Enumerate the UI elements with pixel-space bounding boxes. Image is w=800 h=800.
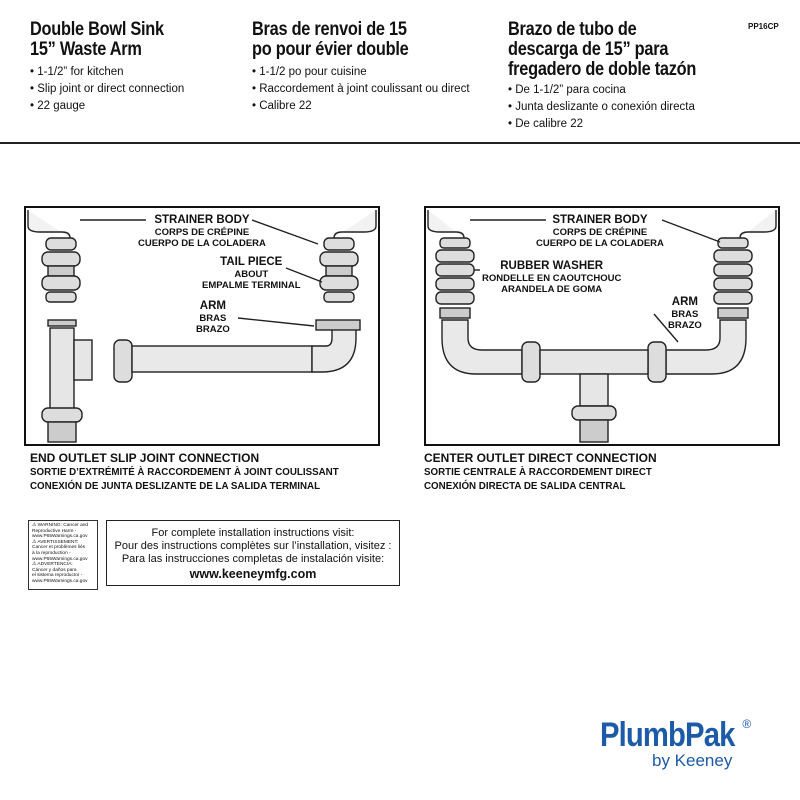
label-line: ARANDELA DE GOMA (501, 284, 603, 295)
title-line: Bras de renvoi de 15 (252, 19, 407, 40)
label-line: CORPS DE CRÉPINE (154, 227, 250, 238)
label-strainer-body: STRAINER BODY CORPS DE CRÉPINE CUERPO DE… (536, 214, 664, 249)
warning-line: Cancer et problèmes liés (32, 545, 86, 551)
bullet: • De 1-1/2” para cocina (508, 84, 626, 96)
title-line: descarga de 15” para (508, 39, 669, 60)
install-line: Pour des instructions complètes sur l’in… (114, 540, 392, 552)
label-line: RONDELLE EN CAOUTCHOUC (482, 273, 622, 284)
bullet: • Raccordement à joint coulissant ou dir… (252, 83, 470, 95)
header-french: Bras de renvoi de 15 po pour évier doubl… (252, 20, 470, 115)
caption-line: CONEXIÓN DIRECTA DE SALIDA CENTRAL (424, 480, 626, 492)
install-line: Para las instrucciones completas de inst… (121, 553, 385, 565)
warning-line: www.P65Warnings.ca.gov (32, 556, 88, 562)
bullet: • 22 gauge (30, 100, 86, 112)
warning-line: ⚠ ADVERTENCIA: (32, 562, 73, 568)
label-line: TAIL PIECE (220, 256, 283, 268)
title-line: Double Bowl Sink (30, 19, 164, 40)
warning-line: www.P65Warnings.ca.gov (32, 578, 88, 584)
header-divider (0, 142, 800, 144)
center-outlet-drawing (427, 210, 777, 443)
bullet: • Slip joint or direct connection (30, 83, 185, 95)
warning-line: www.P65Warnings.ca.gov (32, 534, 88, 540)
prop65-warning-box: ⚠ WARNING: Cancer and Reproductive Harm … (28, 520, 98, 590)
label-line: BRAS (671, 309, 699, 320)
warning-line: Reproductive Harm - (32, 528, 77, 534)
label-line: BRAZO (668, 320, 702, 331)
label-arm: ARM BRAS BRAZO (668, 296, 702, 331)
caption-line: SORTIE D’EXTRÉMITÉ À RACCORDEMENT À JOIN… (30, 466, 339, 478)
label-line: STRAINER BODY (552, 214, 648, 226)
label-line: CORPS DE CRÉPINE (552, 227, 648, 238)
label-arm: ARM BRAS BRAZO (196, 300, 230, 335)
caption-end-outlet: END OUTLET SLIP JOINT CONNECTION SORTIE … (30, 451, 362, 493)
install-url: www.keeneymfg.com (189, 567, 317, 581)
caption-line: CONEXIÓN DE JUNTA DESLIZANTE DE LA SALID… (30, 480, 321, 492)
label-line: STRAINER BODY (154, 214, 250, 226)
title-line: Brazo de tubo de (508, 19, 637, 40)
logo-registered: ® (742, 717, 752, 731)
title-line: po pour évier double (252, 39, 409, 60)
label-line: ARM (671, 296, 698, 308)
install-line: For complete installation instructions v… (151, 527, 355, 539)
diagram-end-outlet: STRAINER BODY CORPS DE CRÉPINE CUERPO DE… (24, 206, 380, 446)
install-instructions-box: For complete installation instructions v… (106, 520, 400, 586)
caption-line: SORTIE CENTRALE À RACCORDEMENT DIRECT (424, 466, 652, 478)
label-strainer-body: STRAINER BODY CORPS DE CRÉPINE CUERPO DE… (138, 214, 266, 249)
title-line: 15” Waste Arm (30, 39, 142, 60)
caption-center-outlet: CENTER OUTLET DIRECT CONNECTION SORTIE C… (424, 451, 669, 493)
label-tail-piece: TAIL PIECE ABOUT EMPALME TERMINAL (202, 256, 301, 291)
label-line: BRAZO (196, 324, 230, 335)
label-line: ARM (199, 300, 226, 312)
logo-brand: PlumbPak (600, 716, 735, 754)
bullet: • De calibre 22 (508, 118, 583, 130)
warning-line: Cáncer y daños para (32, 567, 77, 573)
product-code: PP16CP (748, 22, 779, 31)
label-line: EMPALME TERMINAL (202, 280, 301, 291)
label-rubber-washer: RUBBER WASHER RONDELLE EN CAOUTCHOUC ARA… (482, 260, 621, 295)
label-line: RUBBER WASHER (500, 260, 604, 272)
header-spanish: Brazo de tubo de descarga de 15” para fr… (508, 20, 727, 133)
caption-line: END OUTLET SLIP JOINT CONNECTION (30, 451, 260, 465)
bullet: • 1-1/2 po pour cuisine (252, 66, 367, 78)
caption-line: CENTER OUTLET DIRECT CONNECTION (424, 451, 657, 465)
warning-line: ⚠ AVERTISSEMENT: (32, 539, 79, 545)
label-line: BRAS (199, 313, 227, 324)
diagram-center-outlet: STRAINER BODY CORPS DE CRÉPINE CUERPO DE… (424, 206, 780, 446)
warning-line: ⚠ WARNING: Cancer and (32, 523, 89, 528)
label-line: ABOUT (234, 269, 269, 280)
bullet: • Calibre 22 (252, 100, 312, 112)
label-line: CUERPO DE LA COLADERA (536, 238, 664, 249)
title-line: fregadero de doble tazón (508, 59, 697, 80)
end-outlet-drawing (27, 210, 377, 443)
logo-by-keeney: by Keeney (652, 751, 733, 770)
bullet: • 1-1/2” for kitchen (30, 66, 124, 78)
bullet: • Junta deslizante o conexión directa (508, 101, 695, 113)
header-english: Double Bowl Sink 15” Waste Arm • 1-1/2” … (30, 20, 186, 115)
plumbpak-logo: PlumbPak ® by Keeney (600, 716, 790, 771)
warning-line: el sistema reproductor - (32, 573, 83, 579)
warning-line: à la reproduction - (32, 550, 71, 556)
label-line: CUERPO DE LA COLADERA (138, 238, 266, 249)
